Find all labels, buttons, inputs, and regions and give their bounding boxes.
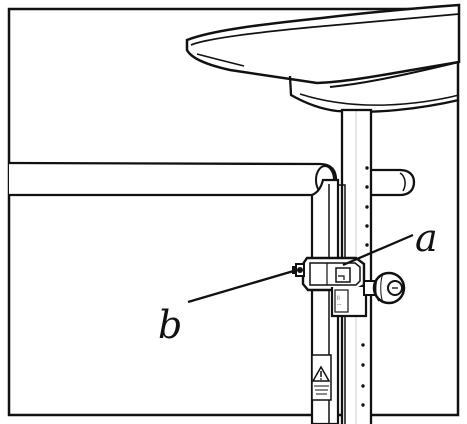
clamp-knob [363,271,406,305]
callout-a-label: a [415,216,438,260]
adjustment-holes [361,166,369,407]
callout-b-leader [187,268,298,304]
warning-decal [311,354,332,401]
table-top [185,3,461,114]
mark-text-2: --- [337,302,342,307]
callout-b-label: b [158,303,182,347]
figure-border [7,7,460,417]
callout-a-leader [342,233,414,267]
height-clamp: || --- [301,256,368,318]
mark-text-1: || [337,295,340,300]
